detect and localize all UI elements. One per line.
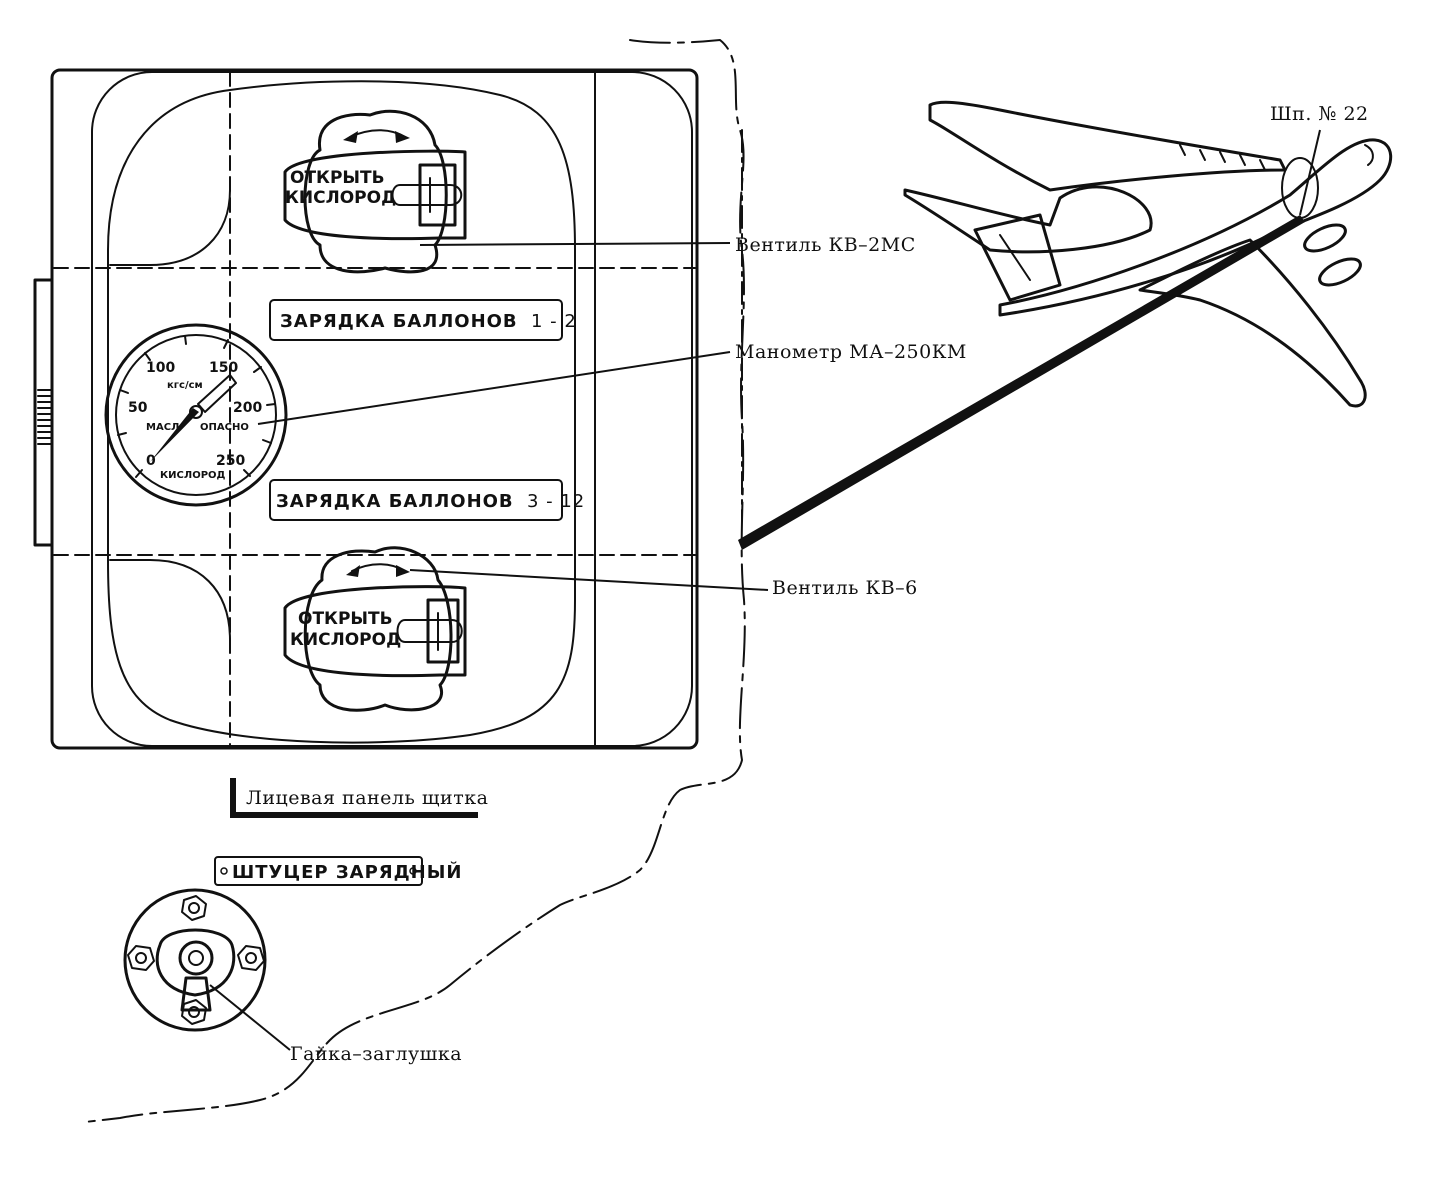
corner-cut-bottom-left: [109, 559, 231, 641]
plate-1-2-text: ЗАРЯДКА БАЛЛОНОВ: [280, 311, 518, 332]
plate-3-12-range: 3 - 12: [527, 491, 585, 512]
gauge-left-word: МАСЛ: [146, 422, 179, 433]
label-valve-kv2ms: Вентиль КВ–2МС: [735, 234, 916, 256]
gauge-bottom-word: КИСЛОРОД: [160, 470, 226, 481]
gauge-tick-marks: [117, 335, 276, 478]
plate-cylinders-1-2: ЗАРЯДКА БАЛЛОНОВ 1 - 2: [269, 299, 577, 341]
valve-top-line1: ОТКРЫТЬ: [290, 168, 385, 188]
plate-1-2-range: 1 - 2: [531, 311, 577, 332]
plate-cylinders-3-12: ЗАРЯДКА БАЛЛОНОВ 3 - 12: [269, 479, 585, 521]
plate-3-12-text: ЗАРЯДКА БАЛЛОНОВ: [276, 491, 514, 512]
bolt-bottom: [181, 999, 207, 1025]
gauge-tick-150: 150: [209, 360, 238, 376]
valve-top: ОТКРЫТЬ КИСЛОРОД: [283, 109, 467, 274]
gauge-needle: [150, 408, 199, 462]
valve-bottom: ОТКРЫТЬ КИСЛОРОД: [283, 546, 467, 712]
label-cap-nut: Гайка–заглушка: [290, 1043, 462, 1065]
valve-top-line2: КИСЛОРОД: [285, 188, 396, 208]
gauge-tick-200: 200: [233, 400, 262, 416]
corner-cut-top-left: [109, 189, 231, 266]
charging-fitting-text: ШТУЦЕР ЗАРЯДНЫЙ: [232, 861, 462, 883]
label-front-panel: Лицевая панель щитка: [246, 787, 488, 809]
hinge-ribs: [37, 389, 53, 445]
gauge-needle-tail: [197, 374, 237, 413]
bolt-top: [181, 895, 207, 921]
cap-nut: [178, 940, 214, 976]
panel-inner-frame: [91, 71, 693, 747]
front-panel-caption: Лицевая панель щитка: [230, 778, 488, 818]
pressure-gauge: 100 150 50 200 0 250 кгс/см МАСЛ ОПАСНО …: [104, 323, 288, 507]
panel: [33, 68, 743, 750]
label-frame-22: Шп. № 22: [1270, 103, 1369, 125]
gauge-unit: кгс/см: [167, 380, 203, 391]
gauge-tick-50: 50: [128, 400, 148, 416]
gauge-tick-100: 100: [146, 360, 175, 376]
leader-cap-nut: [209, 984, 291, 1051]
gauge-tick-250: 250: [216, 453, 245, 469]
frame-leader-wedge: [738, 215, 1305, 550]
bolt-left: [127, 945, 155, 971]
svg-text:ЗАРЯДКА БАЛЛОНОВ 3 - 12: ЗАРЯДКА БАЛЛОНОВ 3 - 12: [276, 491, 585, 512]
leader-valve-kv2ms: [419, 242, 731, 246]
label-valve-kv6: Вентиль КВ–6: [772, 577, 918, 599]
panel-hinge: [33, 278, 54, 547]
label-gauge-ma250km: Манометр МА–250КМ: [735, 341, 967, 363]
charging-fitting-plate: ШТУЦЕР ЗАРЯДНЫЙ: [214, 856, 462, 886]
aircraft-sketch: [738, 100, 1393, 550]
leader-valve-kv6: [409, 569, 769, 591]
leader-gauge: [257, 351, 731, 425]
valve-bottom-line1: ОТКРЫТЬ: [298, 609, 393, 629]
bolt-right: [237, 945, 265, 971]
panel-contour: [107, 80, 576, 744]
valve-bottom-line2: КИСЛОРОД: [290, 630, 401, 650]
svg-text:ЗАРЯДКА БАЛЛОНОВ 1 - 2: ЗАРЯДКА БАЛЛОНОВ 1 - 2: [280, 311, 577, 332]
cutout-outline: [84, 39, 746, 1123]
charging-fitting: [123, 888, 267, 1032]
gauge-right-word: ОПАСНО: [200, 422, 249, 433]
gauge-tick-0: 0: [146, 453, 156, 469]
fuselage-windows: [1179, 144, 1266, 171]
